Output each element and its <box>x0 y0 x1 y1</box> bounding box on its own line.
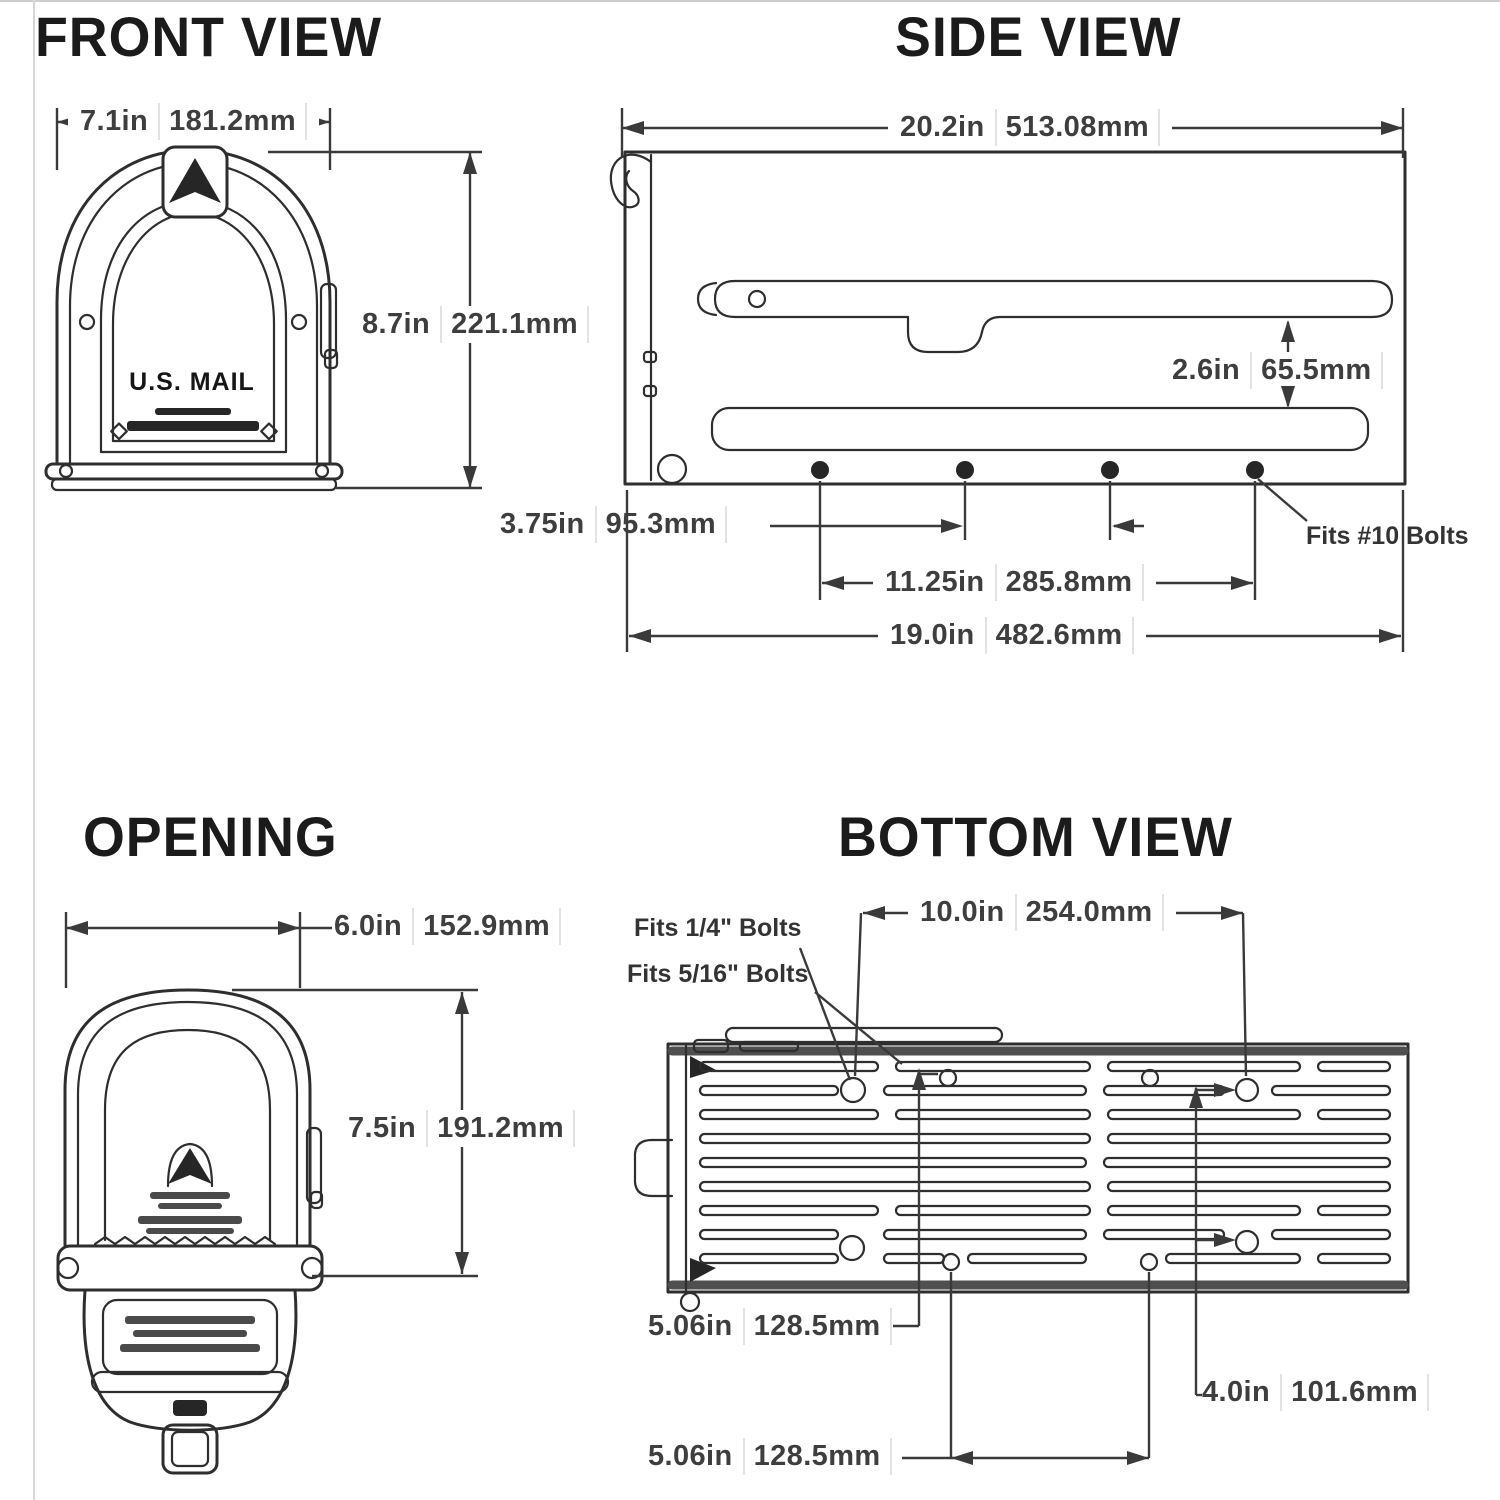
top-border-line <box>0 0 1500 2</box>
dim-front-width: 7.1in 181.2mm <box>68 103 320 140</box>
vent-slots <box>698 1060 1392 1265</box>
dim-bottom-lower-spacing-in: 5.06in <box>648 1440 733 1472</box>
us-mail-emblem-text: U.S. MAIL <box>129 368 255 396</box>
dim-side-clearance-mm: 65.5mm <box>1250 352 1383 389</box>
dim-opening-height-mm: 191.2mm <box>426 1110 576 1147</box>
dim-opening-height: 7.5in 191.2mm <box>336 1110 588 1147</box>
opening-view-drawing <box>56 988 324 1475</box>
bottom-view-drawing <box>633 1026 1410 1313</box>
dim-opening-width-mm: 152.9mm <box>412 908 562 945</box>
dim-side-length-mm: 513.08mm <box>994 109 1161 146</box>
dim-bottom-lower-spacing: 5.06in 128.5mm <box>648 1438 892 1475</box>
dim-side-bolt-inner-in: 3.75in <box>500 508 585 540</box>
dim-bottom-hole-span-in: 10.0in <box>920 896 1005 928</box>
front-view-dimension-lines <box>55 108 482 490</box>
side-view-drawing <box>609 150 1407 486</box>
dim-opening-width: 6.0in 152.9mm <box>334 908 562 945</box>
dim-bottom-hole-span-mm: 254.0mm <box>1014 894 1164 931</box>
dim-side-clearance-in: 2.6in <box>1172 354 1241 386</box>
dim-front-height-in: 8.7in <box>362 308 431 340</box>
dim-bottom-lower-spacing-mm: 128.5mm <box>742 1438 892 1475</box>
dim-side-length-in: 20.2in <box>900 111 985 143</box>
front-view-title: FRONT VIEW <box>35 5 383 68</box>
dim-front-height-mm: 221.1mm <box>440 306 590 343</box>
dim-opening-height-in: 7.5in <box>348 1112 417 1144</box>
dim-side-bolt-inner: 3.75in 95.3mm <box>500 506 728 543</box>
dim-side-bolt-outer: 11.25in 285.8mm <box>873 564 1156 601</box>
dim-side-clearance: 2.6in 65.5mm <box>1172 352 1383 389</box>
dim-side-base: 19.0in 482.6mm <box>878 617 1146 654</box>
dim-side-base-in: 19.0in <box>890 619 975 651</box>
dim-front-width-mm: 181.2mm <box>158 103 308 140</box>
dim-side-length: 20.2in 513.08mm <box>888 109 1173 146</box>
opening-view-title: OPENING <box>83 805 338 868</box>
dim-side-bolt-inner-mm: 95.3mm <box>594 506 728 543</box>
dim-side-base-mm: 482.6mm <box>984 617 1134 654</box>
dim-opening-width-in: 6.0in <box>334 910 403 942</box>
dim-side-bolt-outer-in: 11.25in <box>885 566 985 598</box>
dim-bottom-right-spacing: 4.0in 101.6mm <box>1202 1374 1430 1411</box>
bottom-view-dimension-lines <box>798 906 1248 1465</box>
note-fits-10-bolts: Fits #10 Bolts <box>1306 522 1469 550</box>
opening-emblem-icon <box>168 1148 212 1184</box>
note-fits-five-sixteenth-bolts: Fits 5/16" Bolts <box>627 960 809 988</box>
bottom-view-title: BOTTOM VIEW <box>838 805 1233 868</box>
dim-bottom-left-spacing-mm: 128.5mm <box>742 1308 892 1345</box>
note-fits-quarter-bolts: Fits 1/4" Bolts <box>634 914 802 942</box>
flag-emblem-icon <box>169 158 221 203</box>
dim-bottom-right-spacing-in: 4.0in <box>1202 1376 1271 1408</box>
side-view-title: SIDE VIEW <box>895 5 1182 68</box>
front-view-drawing <box>44 145 344 492</box>
dim-side-bolt-outer-mm: 285.8mm <box>994 564 1144 601</box>
dim-front-width-in: 7.1in <box>80 105 149 137</box>
dim-bottom-left-spacing: 5.06in 128.5mm <box>648 1308 892 1345</box>
opening-view-dimension-lines <box>64 912 478 1278</box>
dim-front-height: 8.7in 221.1mm <box>350 306 602 343</box>
left-border-line <box>33 0 35 1500</box>
dim-bottom-right-spacing-mm: 101.6mm <box>1280 1374 1430 1411</box>
dim-bottom-left-spacing-in: 5.06in <box>648 1310 733 1342</box>
dim-bottom-hole-span: 10.0in 254.0mm <box>908 894 1176 931</box>
